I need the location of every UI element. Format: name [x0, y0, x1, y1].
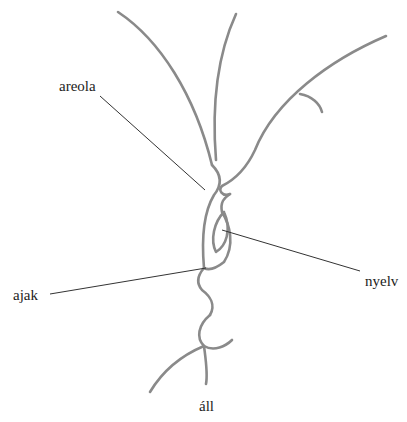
- face-profile: [220, 36, 386, 195]
- part-label: ajak: [12, 286, 39, 304]
- part-label: áll: [198, 397, 215, 415]
- lower-lip: [198, 268, 212, 315]
- breast-outline: [118, 12, 212, 165]
- tongue: [213, 212, 228, 252]
- leader-line: [50, 268, 206, 294]
- jaw-line: [150, 346, 204, 392]
- eye: [300, 94, 322, 112]
- leader-line: [222, 230, 360, 271]
- part-label: areola: [58, 77, 97, 95]
- chin: [199, 315, 232, 348]
- leader-line: [100, 96, 205, 190]
- neck-line: [204, 346, 207, 384]
- part-label: nyelv: [364, 272, 399, 290]
- breast-outline-upper: [214, 14, 236, 160]
